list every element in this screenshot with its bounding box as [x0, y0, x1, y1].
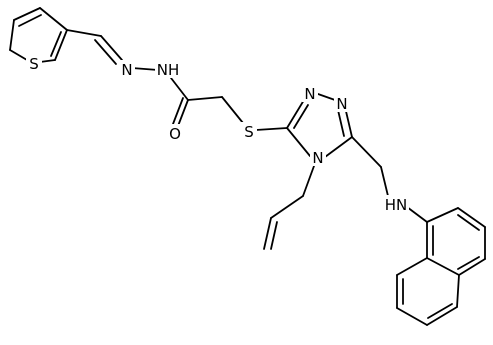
- bond: [324, 136, 353, 158]
- bond: [396, 257, 428, 276]
- bond: [94, 39, 117, 65]
- triazole-nitrogen-4-label: N: [312, 149, 323, 167]
- bond: [170, 77, 189, 101]
- amine-nh-label: HN: [385, 196, 408, 214]
- bond: [177, 99, 189, 127]
- bond: [50, 31, 62, 57]
- bond: [293, 104, 309, 129]
- bond: [317, 93, 336, 101]
- thioether-sulfur-label: S: [244, 123, 254, 141]
- bond: [286, 127, 311, 157]
- bond: [302, 165, 315, 197]
- bond: [380, 166, 389, 197]
- carbonyl-oxygen-label: O: [169, 125, 181, 143]
- bond: [426, 306, 458, 326]
- bond: [286, 99, 305, 129]
- bond: [39, 59, 56, 63]
- bond: [457, 207, 486, 228]
- bond: [457, 214, 480, 231]
- bond: [9, 19, 15, 51]
- bond: [187, 96, 223, 101]
- bond: [406, 206, 428, 223]
- atom-labels: S N NH O S N N N HN: [26, 54, 409, 214]
- bond: [351, 136, 382, 168]
- hydrazide-nh-label: NH: [157, 61, 180, 79]
- bond: [54, 29, 68, 61]
- bond: [172, 97, 184, 125]
- thiophene-sulfur-label: S: [29, 55, 39, 73]
- bond: [457, 256, 480, 270]
- bond: [456, 274, 460, 308]
- bond: [221, 96, 244, 124]
- bond: [427, 303, 453, 319]
- bond: [270, 221, 278, 250]
- bond: [396, 307, 428, 326]
- bond: [18, 14, 42, 27]
- bond: [100, 35, 123, 61]
- bond: [263, 217, 272, 250]
- bond: [255, 127, 288, 131]
- bonds: [9, 7, 486, 326]
- bond: [131, 67, 159, 71]
- bond: [39, 7, 68, 31]
- hydrazone-nitrogen-label: N: [121, 61, 132, 79]
- triazole-nitrogen-2-label: N: [336, 95, 347, 113]
- bond: [9, 49, 28, 61]
- bond: [270, 195, 304, 219]
- bond: [426, 207, 459, 223]
- bond: [458, 258, 486, 276]
- bond: [337, 109, 345, 137]
- bond: [13, 7, 41, 21]
- bond: [66, 29, 102, 37]
- triazole-nitrogen-1-label: N: [304, 85, 315, 103]
- bond: [426, 257, 460, 276]
